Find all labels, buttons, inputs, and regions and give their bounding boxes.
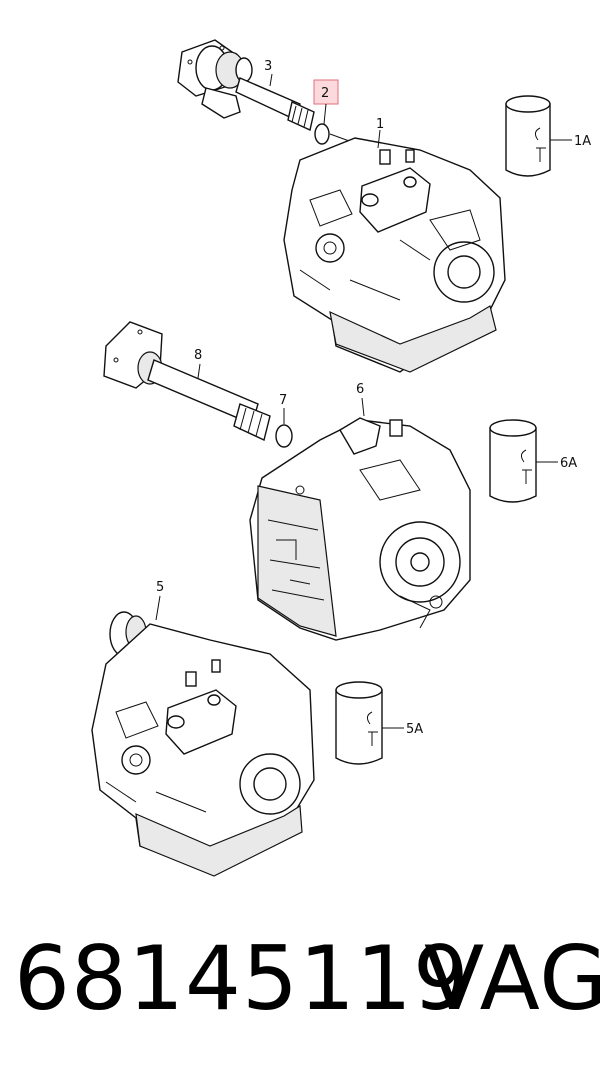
callout-5: 5 <box>156 580 164 595</box>
drive-shaft-3 <box>177 39 315 131</box>
callout-3: 3 <box>264 59 272 74</box>
o-ring-2 <box>314 123 330 145</box>
callout-7: 7 <box>279 393 287 408</box>
callout-6A: 6A <box>560 456 577 471</box>
callout-2: 2 <box>321 86 329 101</box>
oil-filter-5A <box>335 681 383 765</box>
oil-filter-1A <box>505 95 551 177</box>
oil-filter-6A <box>489 419 537 503</box>
brand-name: VAG <box>424 927 600 1030</box>
transmission-5 <box>91 611 315 877</box>
callout-8: 8 <box>194 348 202 363</box>
o-ring-7 <box>275 424 293 448</box>
callout-1A: 1A <box>574 134 591 149</box>
transmission-1 <box>283 137 506 373</box>
callout-1: 1 <box>376 117 384 132</box>
exploded-parts-diagram: 3 2 1 1A 8 7 6 6A 5 5A <box>91 39 591 877</box>
callout-5A: 5A <box>406 722 423 737</box>
transmission-6 <box>249 417 471 641</box>
callout-2-highlight <box>313 79 339 105</box>
callout-6: 6 <box>356 382 364 397</box>
drive-shaft-8 <box>103 321 271 441</box>
part-number: 68145119 <box>14 927 470 1030</box>
